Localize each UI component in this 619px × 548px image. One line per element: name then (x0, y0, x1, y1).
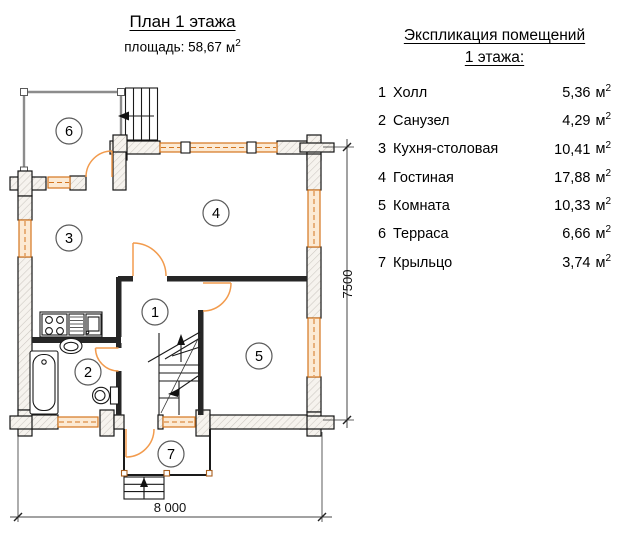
window-terrace-wall (47, 176, 71, 189)
window-left (18, 219, 32, 258)
bathtub-icon (29, 350, 59, 415)
window-top-band (159, 141, 278, 154)
window-bottom-bathroom (57, 416, 99, 428)
area-unit-sup: 2 (235, 38, 241, 49)
window-right-lower (307, 317, 321, 378)
room-name: Санузел (393, 113, 450, 130)
porch (120, 429, 213, 500)
appliance-icon (68, 313, 85, 336)
room-label-text: 7 (167, 447, 175, 463)
kitchen-sink-icon (85, 313, 102, 336)
explication-title: Экспликация помещений 1 этажа: (378, 25, 611, 69)
room-name: Терраса (393, 226, 449, 243)
washbasin-icon (59, 336, 83, 355)
room-number: 3 (378, 141, 387, 158)
door-living (132, 242, 167, 277)
explication-title-line1: Экспликация помещений (403, 27, 586, 44)
doors (85, 150, 232, 458)
porch-steps (123, 476, 165, 500)
room-label-text: 3 (65, 231, 73, 247)
room-label-text: 6 (65, 124, 73, 140)
dimension-height: 7500 (323, 139, 355, 428)
room-label-terrace: 6 (55, 117, 83, 145)
door-porch (125, 428, 155, 458)
staircase (147, 331, 201, 415)
room-name: Комната (393, 198, 450, 215)
room-number: 6 (378, 226, 387, 243)
window-right-upper (307, 189, 321, 248)
exterior-walls (9, 134, 335, 437)
door-terrace (85, 150, 113, 178)
kitchen-counter (39, 311, 103, 338)
bathroom-fixtures (29, 336, 120, 415)
room-name: Кухня-столовая (393, 141, 499, 158)
dimension-width: 8 000 (10, 432, 332, 522)
room-name: Крыльцо (393, 254, 453, 271)
room-number: 1 (378, 84, 387, 101)
room-label-text: 4 (212, 206, 220, 222)
terrace-steps (118, 87, 159, 141)
area-unit: м (225, 39, 236, 55)
toilet-icon (91, 386, 120, 405)
area-label: площадь: 58,67 (124, 39, 222, 55)
room-label-kitchen: 3 (55, 224, 83, 252)
dimension-height-text: 7500 (340, 270, 355, 299)
room-label-bathroom: 2 (74, 358, 102, 386)
explication-panel: Экспликация помещений 1 этажа: 1 Холл 5,36… (378, 25, 611, 281)
room-label-text: 1 (151, 305, 159, 321)
floor-plan: 1 2 3 4 5 6 7 (9, 87, 355, 522)
room-number: 4 (378, 169, 387, 186)
windows (18, 141, 321, 428)
room-label-room: 5 (245, 342, 273, 370)
room-labels: 1 2 3 4 5 6 7 (55, 117, 273, 468)
room-label-text: 5 (255, 349, 263, 365)
room-number: 2 (378, 113, 387, 130)
window-bottom-hall (162, 416, 196, 428)
room-number: 5 (378, 198, 387, 215)
door-room5 (202, 282, 232, 312)
explication-title-line2: 1 этажа: (464, 49, 525, 66)
room-label-porch: 7 (157, 440, 185, 468)
room-name: Холл (393, 84, 428, 101)
dimension-width-text: 8 000 (154, 500, 187, 515)
room-label-living: 4 (202, 199, 230, 227)
room-label-hall: 1 (141, 298, 169, 326)
stove-icon (41, 313, 68, 336)
door-bathroom (94, 347, 119, 372)
room-label-text: 2 (84, 365, 92, 381)
page-title: План 1 этажа (129, 12, 236, 31)
room-number: 7 (378, 254, 387, 271)
room-name: Гостиная (393, 169, 454, 186)
